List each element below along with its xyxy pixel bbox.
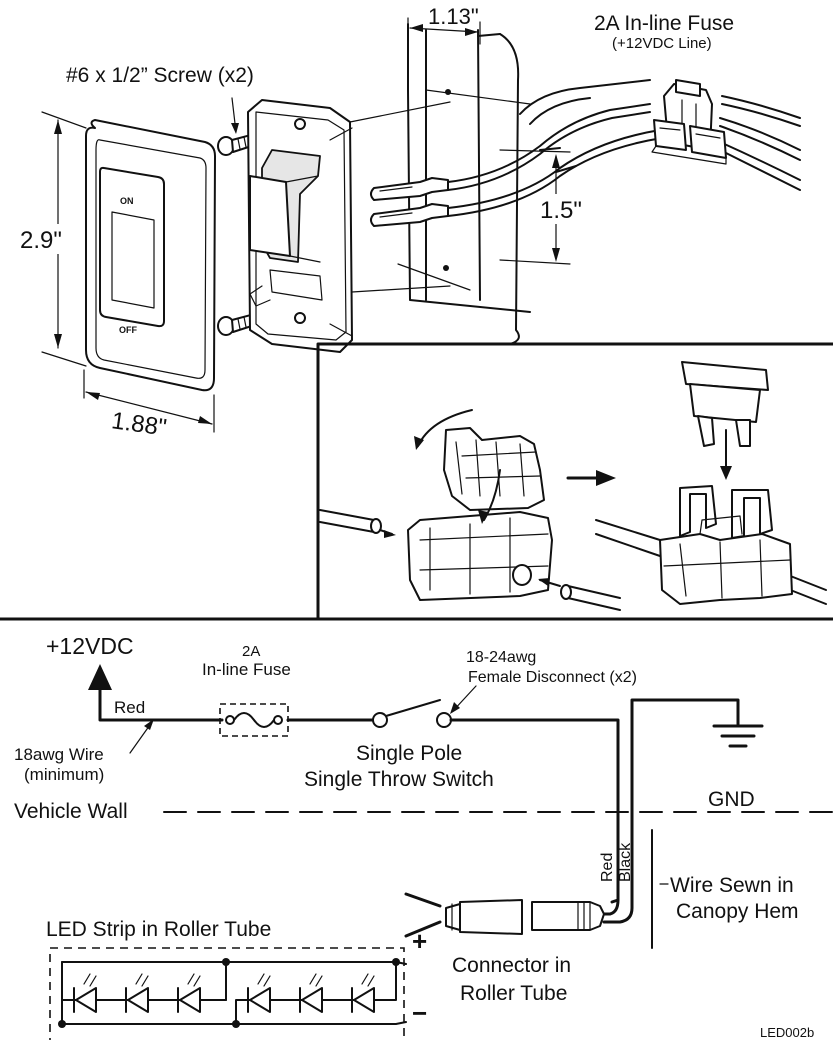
supply-arrow [88, 664, 112, 690]
fuse-holder-top: 2A In-line Fuse (+12VDC Line) [594, 12, 734, 165]
fuse-subtitle: (+12VDC Line) [612, 35, 712, 52]
closed-fuse-holder [595, 485, 827, 605]
dimension-height: 2.9" [14, 111, 87, 367]
dimension-width: 1.88" [83, 369, 215, 442]
dim-height-text: 2.9" [20, 227, 62, 254]
supply-label: +12VDC [46, 633, 134, 659]
connector-label-2: Roller Tube [460, 982, 567, 1005]
ground-label: GND [708, 788, 755, 811]
cable-black-label: Black [617, 842, 634, 882]
ground-symbol [712, 724, 764, 748]
wire-harness [370, 79, 801, 227]
screw-label: #6 x 1/2” Screw (x2) [66, 64, 254, 87]
fuse-label: In-line Fuse [202, 660, 291, 679]
dim-spacing-text: 1.5" [540, 197, 582, 224]
switch-lever [385, 699, 441, 717]
figure-code: LED002b [760, 1025, 814, 1040]
dim-depth-text: 1.13" [428, 4, 479, 29]
cable-red-label: Red [599, 853, 616, 882]
wire-sewn-label-2: Canopy Hem [676, 900, 799, 923]
switch-body [247, 99, 451, 353]
disconnect-gauge: 18-24awg [466, 649, 536, 666]
dim-width-text: 1.88" [110, 407, 168, 441]
switch-faceplate: ON OFF [85, 119, 216, 392]
plus-label: + [412, 926, 427, 956]
red-wire-label: Red [114, 698, 145, 717]
roller-tube-connector [404, 892, 605, 938]
switch-off-label: OFF [119, 325, 137, 335]
disconnect-label: Female Disconnect (x2) [468, 669, 637, 686]
fuse-symbol [233, 712, 275, 728]
fuse-install-inset [316, 342, 833, 620]
schematic: +12VDC Red 18awg Wire (minimum) 2A In-li… [0, 617, 833, 1040]
minus-label: − [412, 998, 427, 1028]
switch-contact-a [372, 712, 388, 728]
led-strip-label: LED Strip in Roller Tube [46, 918, 271, 941]
dimension-depth: 1.13" [407, 4, 481, 45]
switch-label-1: Single Pole [356, 742, 462, 765]
led-circuit [58, 958, 407, 1028]
fuse-rating: 2A [242, 643, 260, 660]
switch-contact-b [436, 712, 452, 728]
connector-label-1: Connector in [452, 954, 571, 977]
blade-fuse [681, 361, 769, 480]
switch-label-2: Single Throw Switch [304, 768, 494, 791]
wire-gauge-label: 18awg Wire [14, 745, 104, 764]
fuse-title: 2A In-line Fuse [594, 12, 734, 35]
open-fuse-holder [407, 409, 553, 601]
dimension-spacing: 1.5" [499, 149, 592, 265]
exploded-view: ON OFF 2.9" 1.88" #6 x 1/2” Screw (x2) [14, 4, 801, 442]
wire-gauge-note: (minimum) [24, 765, 104, 784]
switch-on-label: ON [120, 196, 134, 206]
wire-sewn-label-1: Wire Sewn in [670, 874, 794, 897]
vehicle-wall-label: Vehicle Wall [14, 800, 128, 823]
